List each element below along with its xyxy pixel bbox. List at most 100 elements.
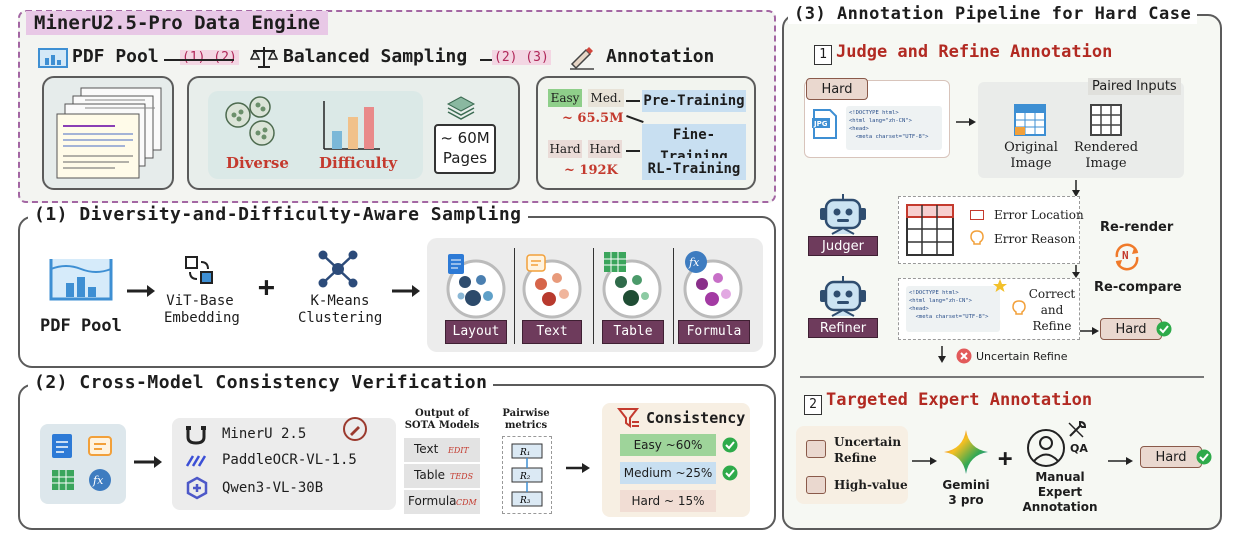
layout-doc-icon [448, 254, 464, 278]
pages-label: ~ 60M Pages [440, 129, 490, 167]
layout-cluster [443, 256, 509, 326]
cat-divider-2 [593, 248, 594, 344]
s1-pdf-pool-label: PDF Pool [40, 316, 122, 336]
refined-code-line-4: <meta charset="UTF-8"> [909, 314, 989, 320]
judger-robot-icon [818, 194, 868, 242]
hard-output-label: Hard [1100, 318, 1162, 340]
text-icon-orange [88, 436, 112, 460]
diverse-label: Diverse [226, 154, 289, 172]
output-table-label: Table [414, 468, 446, 482]
s3-arrow-hard [1080, 322, 1102, 341]
svg-text:R₁: R₁ [519, 448, 530, 458]
bulb-icon-2 [1012, 300, 1026, 320]
error-table-icon [906, 204, 954, 260]
models-box [172, 418, 396, 510]
s3-arrow-down-3 [936, 346, 948, 368]
header-pdf-pool: PDF Pool [72, 46, 159, 67]
paddle-icon [185, 452, 209, 474]
layers-icon [446, 95, 476, 125]
correct-refine-label: Correct and Refine [1028, 287, 1076, 333]
arrow-rl [626, 150, 640, 152]
judge-title: Judge and Refine Annotation [836, 42, 1113, 62]
header-annotation: Annotation [606, 46, 715, 67]
s3-arrow-final [1108, 452, 1136, 471]
header-arrow-1 [164, 59, 234, 61]
code-line-4: <meta charset="UTF-8"> [849, 134, 929, 140]
difficulty-label: Difficulty [319, 154, 398, 172]
bulb-icon-1 [970, 230, 984, 250]
code-line-3: <head> [849, 126, 869, 132]
html-code-snippet: <!DOCTYPE html> <html lang="zh-CN"> <hea… [846, 106, 942, 150]
pre-training-label: Pre-Training [642, 90, 746, 112]
fx-icon: fx [684, 250, 708, 278]
refined-code-line-1: <!DOCTYPE html> [909, 290, 959, 296]
arrow-pre [626, 100, 640, 102]
category-layout: Layout [445, 320, 507, 344]
formula-cluster [680, 256, 746, 326]
consistency-title: Consistency [646, 409, 746, 427]
table-cluster [599, 256, 665, 326]
output-table-row [404, 464, 480, 488]
pages-box [434, 124, 496, 174]
category-formula: Formula [678, 320, 750, 344]
mineru-icon [185, 425, 207, 449]
easy-tag: Easy [548, 89, 582, 107]
output-formula-row [404, 490, 480, 514]
s2-arrow-1 [134, 454, 164, 474]
s3-plus: + [998, 444, 1013, 472]
high-value-check-box [806, 476, 826, 494]
hard-input-label: Hard [806, 78, 868, 100]
rl-training-label: RL-Training [642, 158, 746, 180]
model-paddleocr: PaddleOCR-VL-1.5 [222, 452, 357, 468]
model-qwen: Qwen3-VL-30B [222, 480, 324, 496]
s3-arrow-down-1 [1070, 180, 1082, 202]
original-image-icon [1014, 104, 1046, 140]
paired-inputs-label: Paired Inputs [1088, 78, 1181, 95]
cat-divider-3 [673, 248, 674, 344]
judger-label: Judger [808, 236, 878, 256]
rendered-image-label: Rendered Image [1073, 140, 1139, 171]
metric-cdm: CDM [456, 498, 477, 507]
paired-inputs-box [978, 82, 1184, 178]
edit-circle-icon [342, 416, 368, 446]
svg-text:JPG: JPG [813, 120, 828, 128]
refiner-robot-icon [818, 276, 868, 324]
jpg-icon: JPG [812, 108, 838, 144]
s1-arrow-2 [392, 283, 422, 303]
model-mineru: MinerU 2.5 [222, 426, 307, 442]
refined-code-line-2: <html lang="zh-CN"> [909, 298, 972, 304]
qwen-icon [185, 476, 209, 504]
rerender-label: Re-render [1100, 220, 1174, 235]
doc-icon-blue [52, 434, 72, 462]
level-hard: Hard ~ 15% [620, 490, 716, 512]
gemini-icon [942, 428, 990, 480]
category-text: Text [522, 320, 582, 344]
s3-arrow-paired [956, 113, 978, 132]
cluster-icon [220, 93, 284, 159]
filter-icon [616, 407, 641, 433]
star-icon [992, 278, 1008, 298]
section3-title: (3) Annotation Pipeline for Hard Case [788, 4, 1198, 24]
error-location-icon [970, 210, 984, 220]
pdf-stack-image [55, 86, 165, 182]
section1-title: (1) Diversity-and-Difficulty-Aware Sampl… [28, 204, 528, 225]
count-pre: ~ 65.5M [562, 111, 624, 126]
gemini-label: Gemini 3 pro [942, 478, 990, 507]
step-label-23: (2) (3) [492, 50, 551, 65]
hard-tag-2: Hard [588, 140, 622, 158]
code-line-2: <html lang="zh-CN"> [849, 118, 912, 124]
tools-icon [1066, 420, 1088, 444]
svg-text:R₃: R₃ [519, 496, 531, 506]
difficulty-bar-icon [320, 99, 382, 155]
s1-arrow-1 [127, 283, 157, 303]
uncertain-check-box [806, 440, 826, 458]
category-table: Table [602, 320, 664, 344]
svg-text:R₂: R₂ [519, 472, 531, 482]
uncertain-refine-flow: Uncertain Refine [976, 350, 1068, 363]
output-text-label: Text [414, 442, 439, 456]
pdf-pool-icon-large [48, 255, 114, 307]
vit-label: ViT-Base Embedding [164, 293, 240, 326]
output-header: Output of SOTA Models [404, 408, 480, 431]
s3-arrow-gemini [912, 452, 940, 471]
pencil-icon [568, 44, 596, 74]
